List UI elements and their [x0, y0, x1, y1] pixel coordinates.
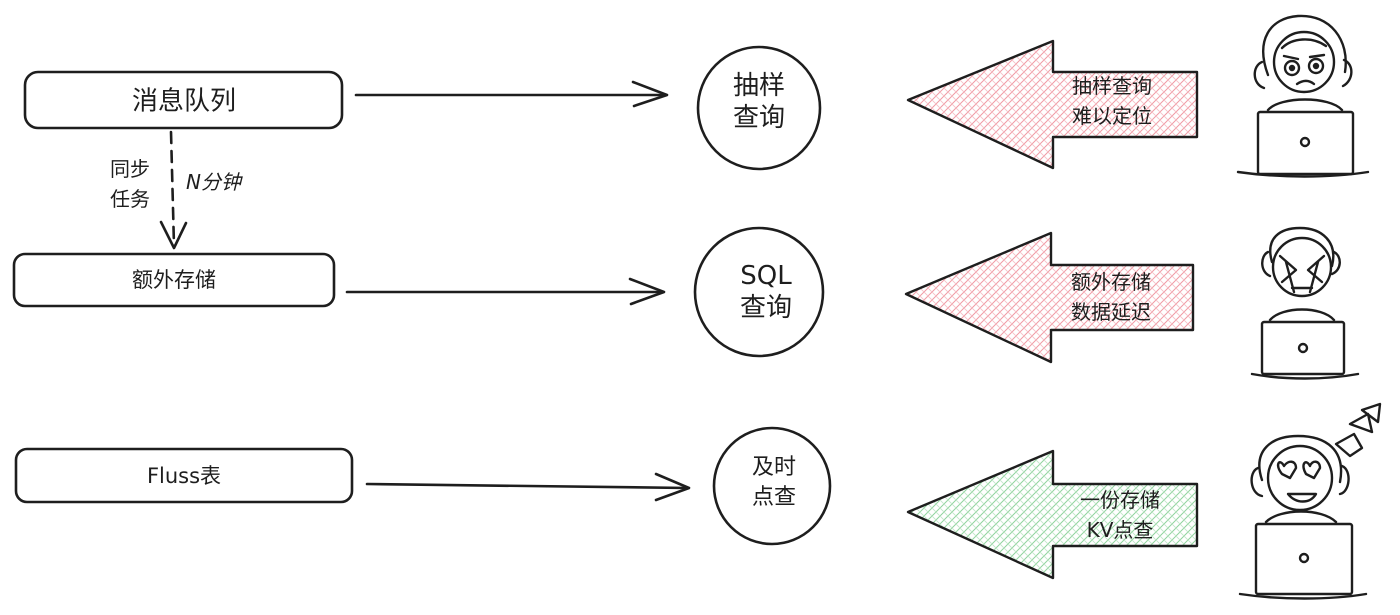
sync-edge-dashed: [169, 130, 176, 248]
person-frustrated-icon: [1250, 226, 1360, 380]
query-label-line-2: 点查: [751, 485, 797, 510]
feedback-label-1: 抽样查询 难以定位: [1072, 71, 1152, 131]
query-circle-sample: [696, 45, 822, 171]
feedback-arrow-2: [904, 231, 1195, 364]
sync-edge-left-label-line-1: 同步: [110, 157, 150, 181]
query-label-line-1: 及时: [751, 455, 797, 480]
arrow-row-3: [365, 482, 690, 490]
feedback-label-line-1: 抽样查询: [1072, 74, 1152, 98]
arrow-row-2-head: [628, 277, 666, 306]
feedback-label-line-2: 难以定位: [1072, 104, 1152, 128]
source-box-message-queue: [23, 70, 344, 130]
person-happy-icon: [1238, 402, 1382, 600]
source-box-extra-storage: [12, 252, 336, 308]
query-label-line-2: 查询: [732, 103, 786, 133]
query-circle-sql: [693, 226, 825, 358]
query-circle-sql-label: SQL 查询: [740, 260, 792, 324]
feedback-label-line-2: KV点查: [1086, 518, 1154, 542]
person-sad-icon: [1236, 14, 1370, 178]
feedback-label-line-1: 一份存储: [1080, 488, 1160, 512]
feedback-label-line-1: 额外存储: [1071, 270, 1151, 294]
query-label-line-2: 查询: [739, 293, 793, 323]
sync-edge-left-label-line-2: 任务: [110, 187, 150, 211]
query-label-line-1: 抽样: [732, 71, 786, 101]
feedback-label-3: 一份存储 KV点查: [1080, 485, 1160, 545]
source-box-fluss-table: [14, 447, 354, 504]
source-label-message-queue: 消息队列: [131, 86, 237, 117]
source-label-extra-storage: 额外存储: [132, 268, 216, 292]
query-circle-sample-label: 抽样 查询: [733, 70, 785, 134]
feedback-label-2: 额外存储 数据延迟: [1071, 267, 1151, 327]
query-circle-point: [712, 426, 832, 546]
feedback-arrow-3: [906, 449, 1199, 580]
arrow-row-3-head: [654, 472, 691, 502]
sync-edge-arrowhead: [159, 220, 188, 250]
query-label-line-1: SQL: [740, 261, 792, 291]
feedback-arrow-1: [906, 39, 1199, 170]
query-circle-point-label: 及时 点查: [752, 453, 796, 513]
arrow-row-1-head: [631, 80, 669, 108]
sync-edge-left-label: 同步 任务: [110, 154, 150, 214]
sync-edge-right-label: N分钟: [186, 170, 241, 194]
feedback-label-line-2: 数据延迟: [1071, 300, 1151, 324]
source-label-fluss-table: Fluss表: [146, 464, 222, 488]
